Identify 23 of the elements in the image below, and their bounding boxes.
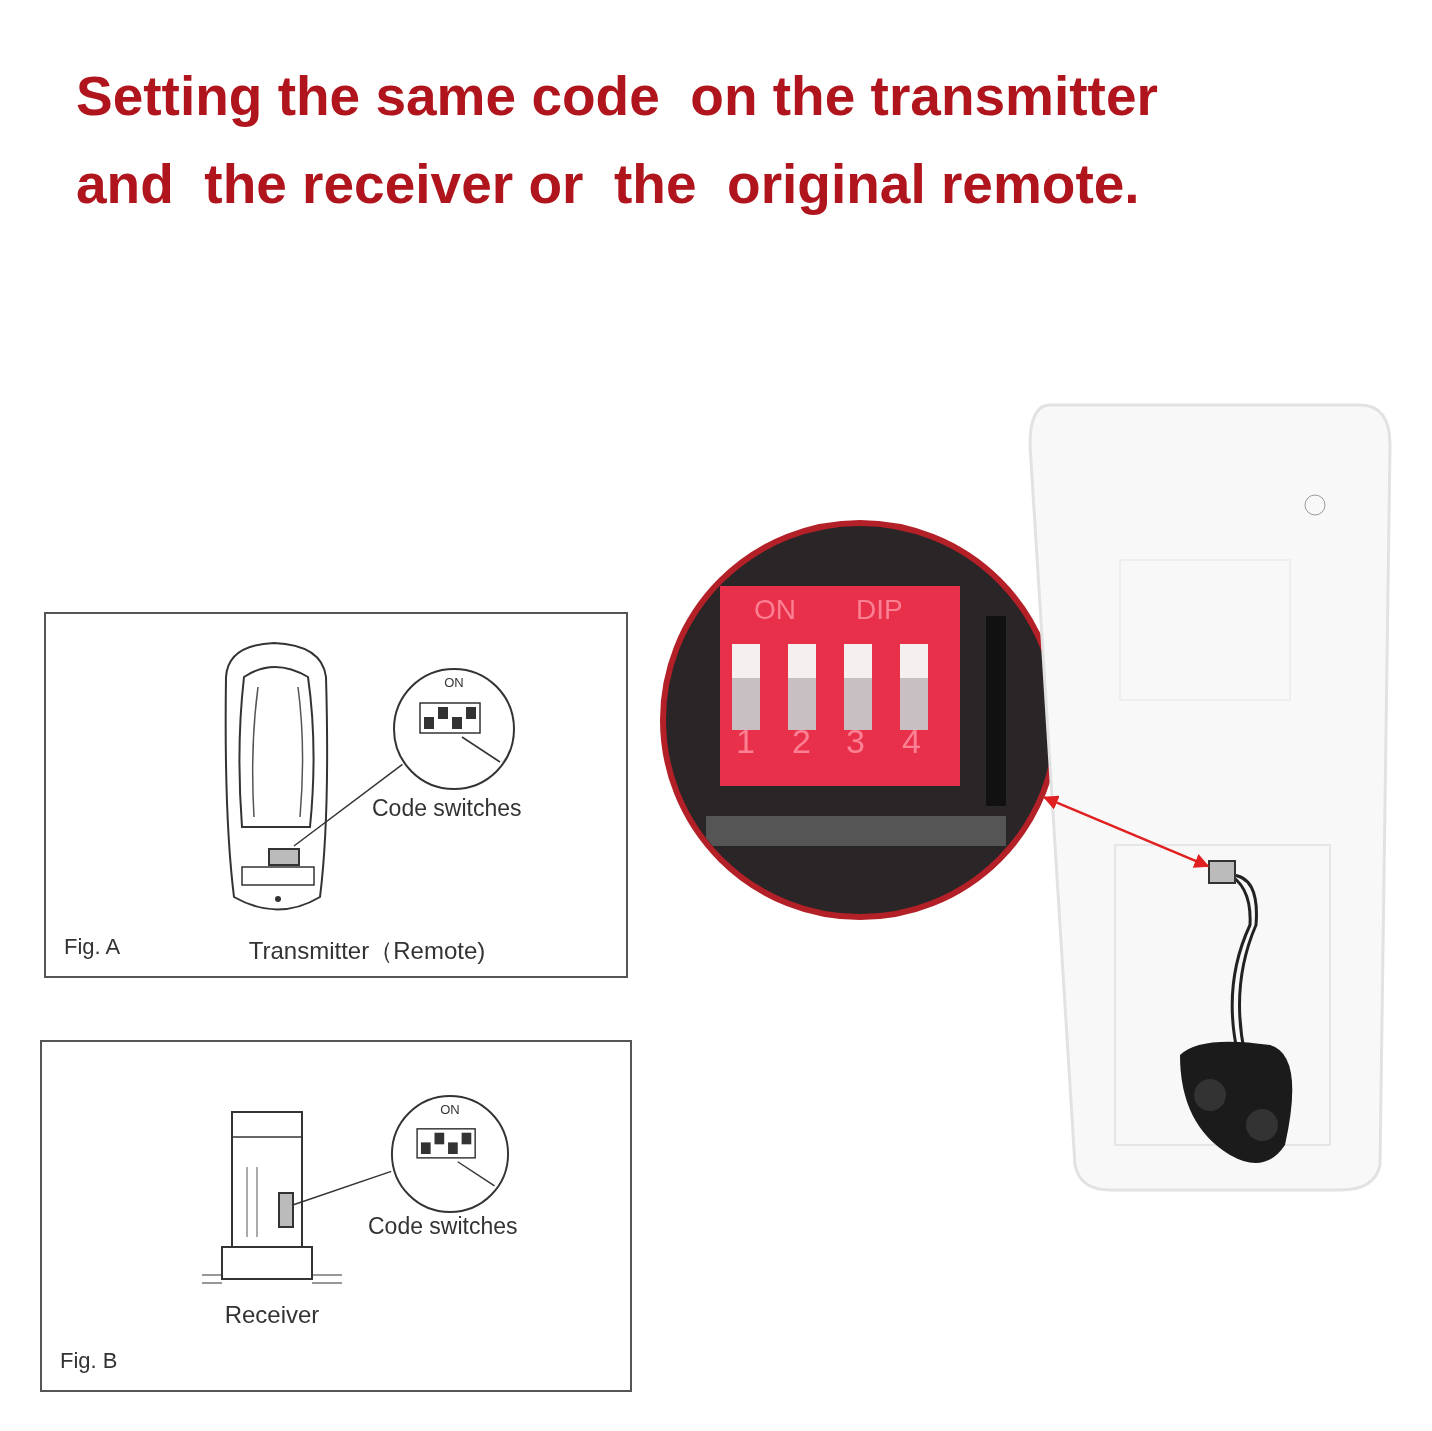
switch-part	[1208, 860, 1236, 884]
node-label: Code switches	[372, 795, 522, 822]
switch-part	[268, 848, 300, 866]
figure-label: Fig. A	[64, 934, 121, 960]
switch-label: ON	[443, 675, 465, 690]
switch-label: DIP	[856, 594, 903, 626]
switch-label: ON	[439, 1102, 461, 1117]
switch-label: 4	[902, 722, 921, 761]
leader-line	[291, 1170, 392, 1206]
node-label: Code switches	[368, 1213, 518, 1240]
title: Setting the same code on the transmitter and the receiver or the original remote.	[76, 64, 1159, 217]
switch-part	[278, 1192, 294, 1228]
switch-label: 1	[736, 722, 755, 761]
arrow	[1043, 795, 1210, 868]
figure-panel	[40, 1040, 632, 1392]
switch-label: 3	[846, 722, 865, 761]
switch-label: ON	[754, 594, 796, 626]
switch-label: 2	[792, 722, 811, 761]
figure-panel	[44, 612, 628, 978]
device-label: Transmitter（Remote)	[247, 936, 487, 966]
leader-line	[293, 763, 404, 847]
figure-label: Fig. B	[60, 1348, 118, 1374]
device-label: Receiver	[223, 1301, 321, 1329]
